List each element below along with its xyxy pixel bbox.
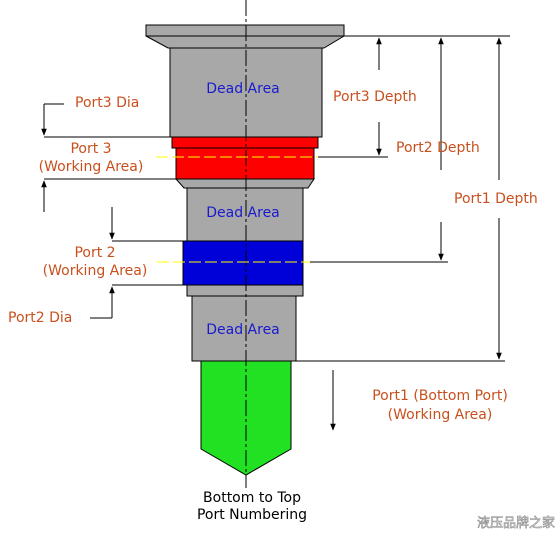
watermark: 液压品牌之家 (477, 515, 555, 531)
dead-area-lower (191, 295, 297, 362)
port2-name-label: Port 2 (74, 245, 115, 261)
top-flange (145, 24, 345, 37)
port2-step (186, 284, 304, 297)
dead-area-middle-label: Dead Area (206, 205, 280, 221)
port3-name-label: Port 3 (70, 141, 111, 157)
port3-depth-label: Port3 Depth (333, 89, 417, 105)
dead-area-lower-label: Dead Area (206, 322, 280, 338)
port2-depth-label: Port2 Depth (396, 140, 480, 156)
flange-taper (145, 35, 346, 49)
port1-working-area (200, 360, 292, 476)
port1-depth-label: Port1 Depth (454, 191, 538, 207)
port1-name-label: Port1 (Bottom Port) (372, 388, 508, 404)
caption-line-1: Bottom to Top (203, 490, 301, 506)
dead-area-upper-label: Dead Area (206, 81, 280, 97)
dimension-lines (41, 35, 510, 431)
caption-line-2: Port Numbering (197, 507, 307, 523)
dead-area-middle (186, 187, 304, 242)
port3-working-area-lower (175, 147, 315, 180)
port2-working-area (182, 240, 304, 286)
port2-dia-label: Port2 Dia (8, 310, 72, 326)
port3-working-area (171, 136, 319, 149)
port1-working-label: (Working Area) (388, 407, 493, 423)
port3-dia-label: Port3 Dia (75, 95, 139, 111)
port3-step (174, 178, 315, 189)
cartridge-body (145, 24, 346, 476)
port3-working-label: (Working Area) (39, 159, 144, 175)
port2-working-label: (Working Area) (43, 263, 148, 279)
